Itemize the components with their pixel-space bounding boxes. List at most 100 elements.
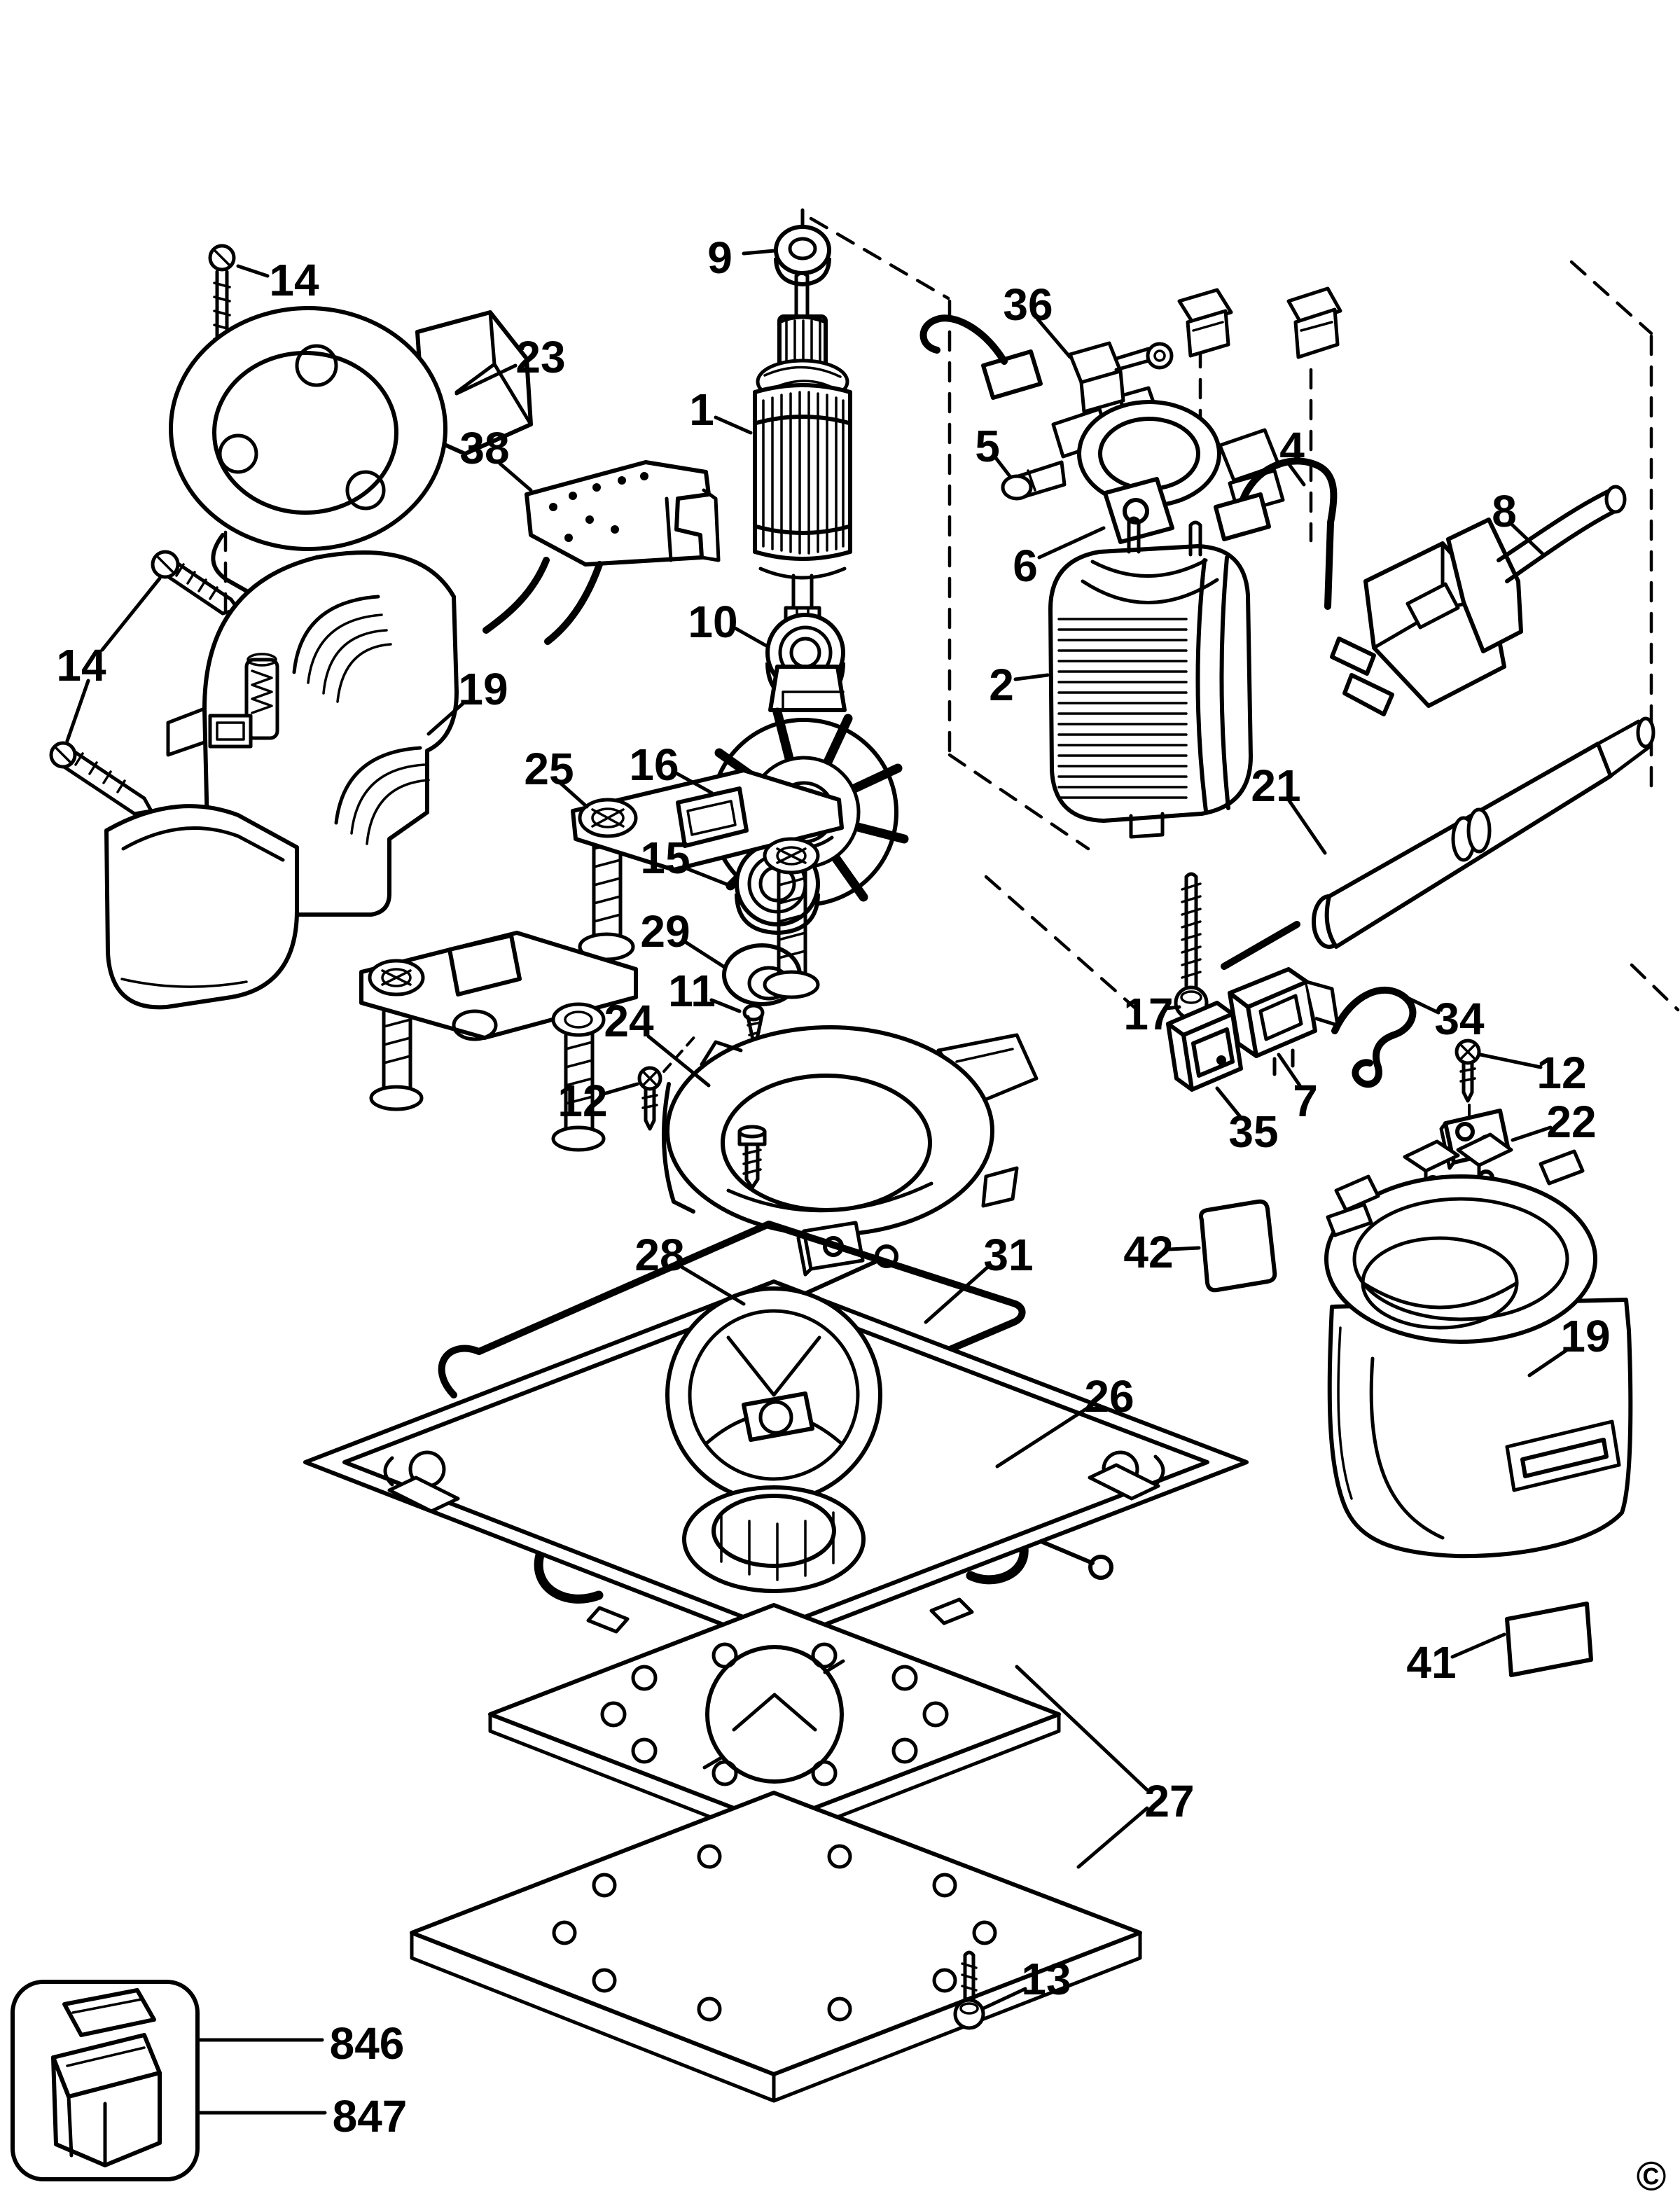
callout-28: 28 <box>634 1230 684 1280</box>
callout-10: 10 <box>688 597 737 647</box>
leader-line-36 <box>1036 317 1072 359</box>
lead-wire-left <box>919 314 1043 400</box>
callout-©: © <box>1637 2154 1667 2200</box>
screw-17 <box>1174 872 1209 1020</box>
leader-line-7 <box>1277 1053 1302 1088</box>
callout-12: 12 <box>1536 1048 1586 1098</box>
callout-29: 29 <box>640 906 690 957</box>
leader-line-5 <box>994 456 1012 478</box>
callout-14: 14 <box>269 255 319 305</box>
leader-line-6 <box>1037 526 1106 560</box>
leader-line-24 <box>646 1034 711 1088</box>
leader-line-23 <box>454 363 518 396</box>
lead-wire-34 <box>1331 986 1417 1088</box>
leader-line-19 <box>1527 1347 1571 1377</box>
leader-line-12 <box>1478 1053 1543 1069</box>
callout-12: 12 <box>557 1076 607 1126</box>
switch-cap-35 <box>1166 1001 1243 1092</box>
callout-25: 25 <box>524 744 574 794</box>
callout-31: 31 <box>983 1230 1033 1280</box>
callout-22: 22 <box>1546 1097 1596 1147</box>
screw-12-right <box>1455 1039 1481 1103</box>
callout-7: 7 <box>1293 1076 1318 1126</box>
callout-6: 6 <box>1013 541 1038 591</box>
label-sticker-41 <box>1505 1602 1593 1677</box>
callout-1: 1 <box>689 384 714 435</box>
leader-line-13 <box>981 1987 1027 2011</box>
power-plug-8 <box>1330 485 1627 716</box>
callout-8: 8 <box>1492 486 1517 536</box>
leader-line-8 <box>1511 523 1546 557</box>
terminal-lug <box>1114 342 1174 372</box>
support-bracket-lower <box>359 931 638 1152</box>
leader-line-31 <box>924 1264 991 1324</box>
leader-line-26 <box>995 1405 1090 1468</box>
brush-cap-36 <box>1068 341 1125 414</box>
leader-line-29 <box>684 940 728 970</box>
screw-under-baffle <box>737 1125 767 1190</box>
callout-19: 19 <box>1560 1311 1610 1361</box>
leader-line-21 <box>1286 798 1327 855</box>
leader-line-11 <box>709 998 742 1013</box>
leader-line-27 <box>1076 1806 1149 1869</box>
callout-42: 42 <box>1123 1227 1173 1277</box>
callout-26: 26 <box>1084 1371 1134 1422</box>
callout-41: 41 <box>1406 1637 1456 1688</box>
callout-16: 16 <box>629 740 679 790</box>
leader-line-22 <box>1511 1125 1553 1142</box>
leader-line-34 <box>1404 995 1441 1015</box>
leader-line-4 <box>1286 461 1306 487</box>
leader-line-16 <box>672 770 714 795</box>
callout-36: 36 <box>1003 279 1053 330</box>
brush-cap-a <box>1177 288 1233 358</box>
leader-line-35 <box>1215 1086 1243 1120</box>
screw-14-top <box>208 244 236 369</box>
platen-lower-27 <box>410 1791 1142 2103</box>
leader-line-12 <box>602 1082 639 1096</box>
callout-19: 19 <box>458 664 508 714</box>
callout-34: 34 <box>1434 994 1485 1044</box>
leader-line-38 <box>498 461 533 492</box>
accessory-inset-box <box>11 1980 200 2181</box>
leader-line-17 <box>1163 1005 1181 1011</box>
callout-23: 23 <box>515 332 565 382</box>
callout-2: 2 <box>989 660 1014 710</box>
cord-protector-21 <box>1221 716 1655 970</box>
callout-5: 5 <box>975 421 1000 471</box>
carbon-brush-5 <box>1001 460 1067 501</box>
callout-15: 15 <box>640 833 690 883</box>
leader-line-25 <box>558 781 589 809</box>
callout-27: 27 <box>1144 1776 1194 1826</box>
leader-line-10 <box>732 625 768 648</box>
callout-17: 17 <box>1123 989 1173 1039</box>
field-coil-2 <box>1048 516 1253 839</box>
leader-line-19 <box>426 700 467 736</box>
leader-line-2 <box>1013 673 1050 681</box>
callout-13: 13 <box>1021 1954 1071 2004</box>
leader-line-14 <box>100 576 162 652</box>
leader-line-14 <box>236 264 270 278</box>
callout-35: 35 <box>1228 1106 1278 1157</box>
switch-7 <box>1228 967 1340 1076</box>
callout-38: 38 <box>459 423 509 473</box>
gasket-plate-38 <box>483 460 721 645</box>
fan-baffle-24 <box>661 1025 1039 1277</box>
dust-cover-23 <box>169 306 533 621</box>
leader-line-9 <box>742 249 777 256</box>
callout-846: 846 <box>330 2018 405 2069</box>
leader-line-15 <box>684 866 735 889</box>
callout-4: 4 <box>1279 423 1305 473</box>
callout-21: 21 <box>1251 761 1300 811</box>
screw-14a-left <box>151 550 240 616</box>
motor-housing-19-right <box>1324 1132 1633 1559</box>
callout-24: 24 <box>604 996 654 1046</box>
platen-upper-27 <box>488 1603 1061 1844</box>
leader-line-27 <box>1015 1665 1149 1792</box>
support-bracket-25 <box>571 768 844 999</box>
screw-12-left <box>637 1066 662 1131</box>
label-sticker-42 <box>1199 1199 1277 1293</box>
leader-line-42 <box>1167 1246 1201 1251</box>
leader-line-14 <box>65 679 90 743</box>
